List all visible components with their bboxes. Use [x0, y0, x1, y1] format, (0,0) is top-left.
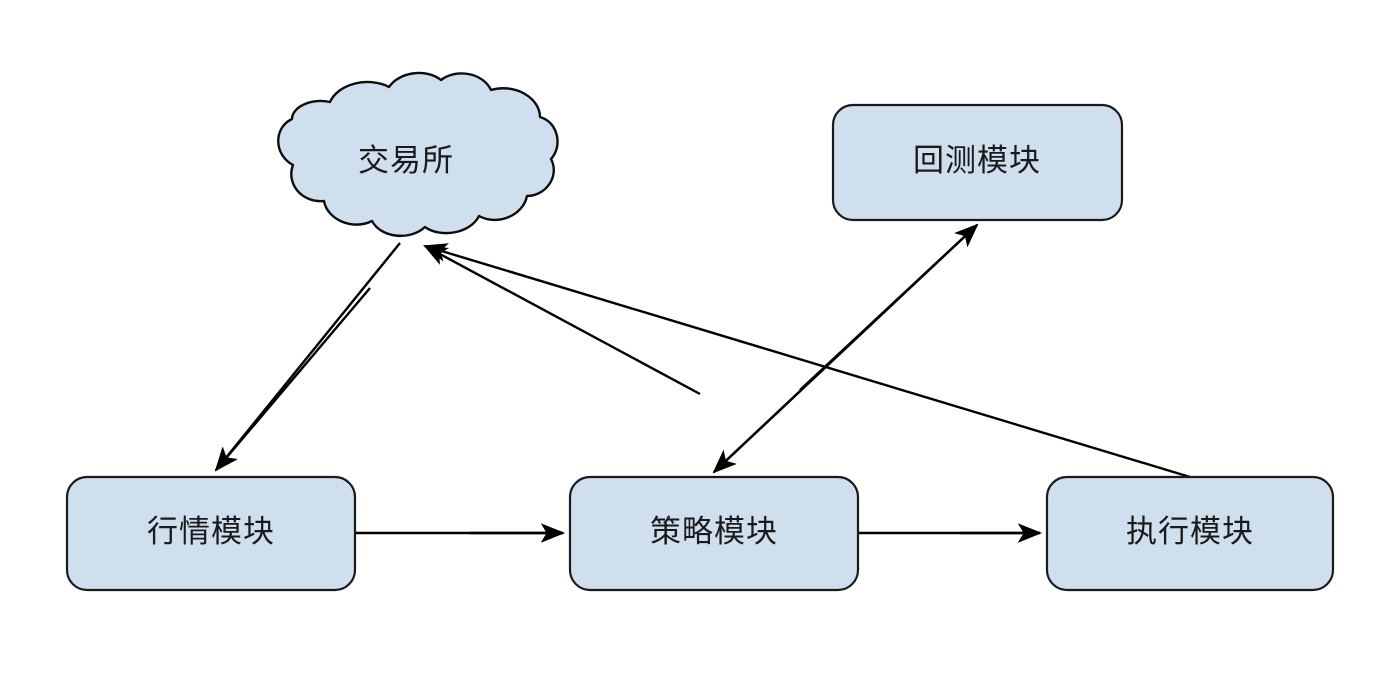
overlay-exchange-to-market-data: [214, 287, 371, 472]
node-market-data[interactable]: 行情模块: [65, 475, 357, 592]
node-execution-label: 执行模块: [1126, 514, 1254, 549]
backtest-box: [831, 103, 1124, 222]
node-market-data-label: 行情模块: [147, 514, 275, 549]
node-strategy-label: 策略模块: [650, 514, 778, 549]
node-exchange[interactable]: 交易所: [277, 71, 559, 238]
market-data-box: [65, 475, 357, 592]
overlay-strategy-backtest-end: [799, 223, 979, 391]
strategy-box: [568, 475, 860, 592]
node-execution[interactable]: 执行模块: [1045, 475, 1335, 592]
edge-arrow-overlays: [214, 223, 1042, 543]
node-exchange-label: 交易所: [358, 143, 454, 178]
node-backtest[interactable]: 回测模块: [831, 103, 1124, 222]
execution-box: [1045, 475, 1335, 592]
node-strategy[interactable]: 策略模块: [568, 475, 860, 592]
overlay-execution-to-exchange: [423, 244, 701, 396]
node-backtest-label: 回测模块: [913, 143, 1041, 178]
cloud-shape: [277, 71, 559, 238]
edge-execution-to-exchange[interactable]: [423, 243, 1191, 479]
